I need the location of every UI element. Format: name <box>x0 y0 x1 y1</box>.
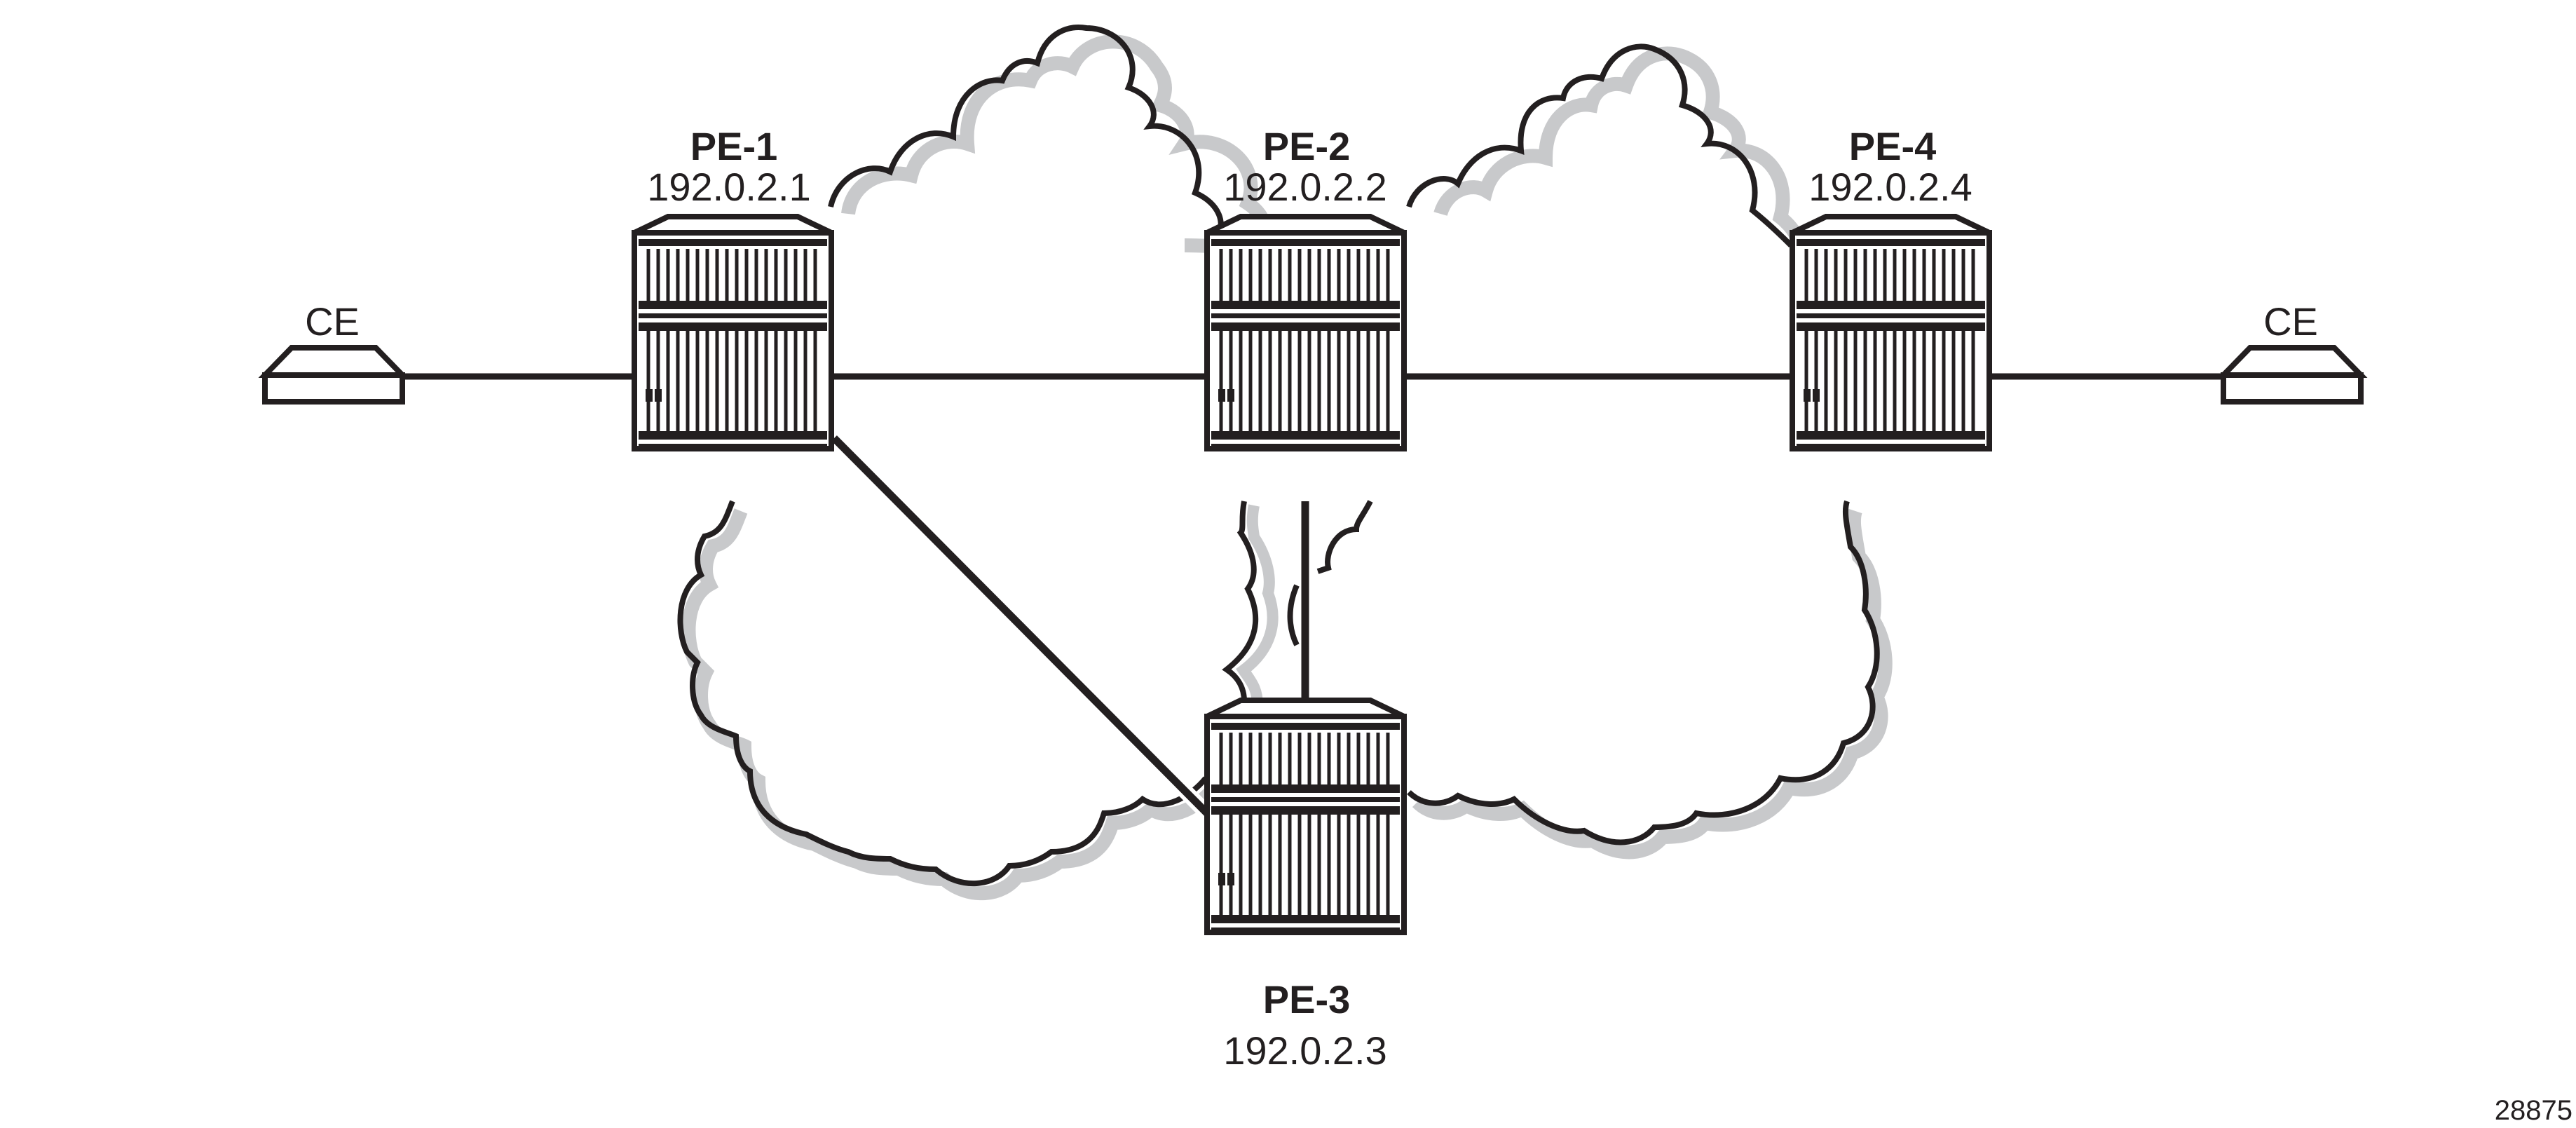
pe-1-name: PE-1 <box>690 124 778 168</box>
ce-right-label: CE <box>2263 299 2318 344</box>
router-pe-2[interactable] <box>1207 217 1404 449</box>
ce-right[interactable] <box>2223 348 2361 402</box>
ce-left[interactable] <box>265 348 402 402</box>
pe-3-ip: 192.0.2.3 <box>1223 1028 1387 1073</box>
pe-3-name: PE-3 <box>1263 977 1351 1021</box>
ce-left-label: CE <box>305 299 360 344</box>
ce-icon <box>2223 348 2361 402</box>
pe-4-ip: 192.0.2.4 <box>1808 165 1972 209</box>
ce-icon <box>265 348 402 402</box>
cloud-bottom-left <box>677 500 1279 900</box>
router-icon <box>634 217 831 449</box>
router-icon <box>1207 700 1404 932</box>
links <box>405 373 2223 819</box>
figure-id: 28875 <box>2495 1095 2572 1126</box>
pe-4-name: PE-4 <box>1849 124 1937 168</box>
router-icon <box>1792 217 1989 449</box>
router-pe-1[interactable] <box>634 217 831 449</box>
cloud-bottom-right <box>1287 500 1893 859</box>
router-pe-3[interactable] <box>1207 700 1404 932</box>
cloud-top-right <box>1406 43 1806 256</box>
router-pe-4[interactable] <box>1792 217 1989 449</box>
pe-1-ip: 192.0.2.1 <box>647 165 811 209</box>
pe-2-name: PE-2 <box>1263 124 1351 168</box>
pe-2-ip: 192.0.2.2 <box>1223 165 1387 209</box>
link-pe-1-pe-3-line <box>831 435 1210 816</box>
cloud-top-left <box>828 25 1273 257</box>
router-icon <box>1207 217 1404 449</box>
